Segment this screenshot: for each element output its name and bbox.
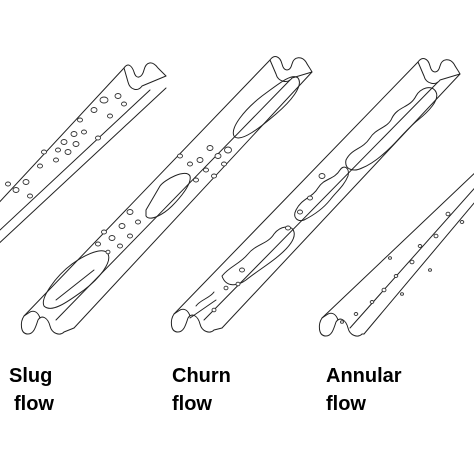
slug-flow-pipe xyxy=(0,62,167,244)
annular-flow-caption-line2: flow xyxy=(326,393,366,415)
slug-flow-caption-line2: flow xyxy=(14,393,54,415)
slug-flow-caption-line1: Slug xyxy=(9,365,53,387)
churn-flow-caption-line1: Churn xyxy=(172,365,231,387)
churn-flow-pipe xyxy=(170,58,461,333)
annular-flow-caption-line1: Annular xyxy=(326,365,402,387)
churn-flow-caption-line2: flow xyxy=(172,393,212,415)
slug-taylor-bubble-pipe xyxy=(20,56,313,335)
annular-flow-pipe xyxy=(318,173,474,337)
